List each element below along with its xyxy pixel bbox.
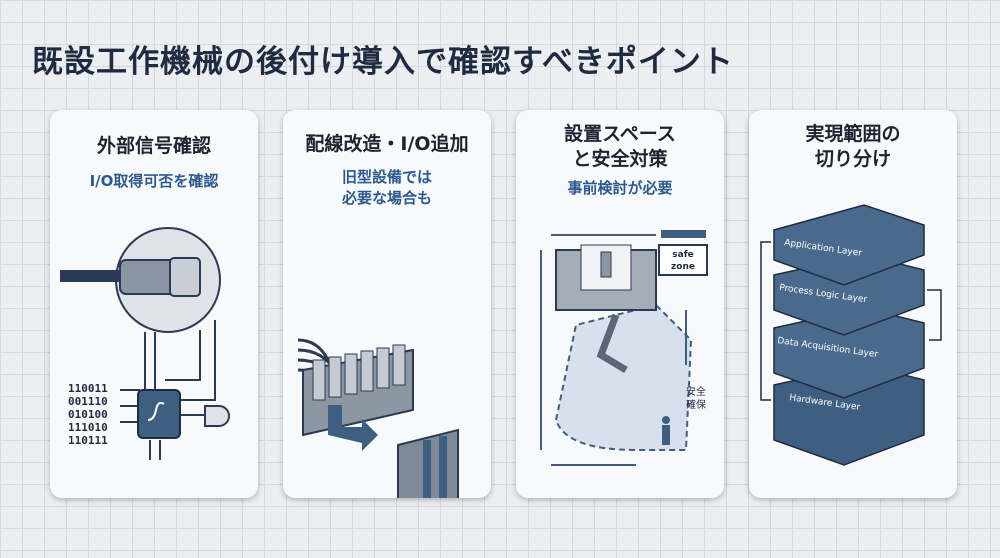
svg-text:安全: 安全 bbox=[686, 385, 706, 398]
layer-application: Application Layer bbox=[773, 204, 925, 286]
card-wiring: 配線改造・I/O追加 旧型設備では必要な場合も bbox=[283, 110, 491, 498]
logic-gate-icon bbox=[204, 405, 230, 427]
connector-illustration bbox=[60, 227, 230, 460]
card-subtitle: 旧型設備では必要な場合も bbox=[341, 168, 432, 207]
card-heading: 配線改造・I/O追加 bbox=[305, 133, 469, 155]
person-icon bbox=[662, 416, 670, 445]
card-scope: 実現範囲の切り分け Hardware Layer Data Acquisitio… bbox=[749, 110, 957, 498]
svg-text:safe: safe bbox=[672, 250, 693, 260]
safety-zone bbox=[554, 303, 693, 451]
layer-data-acquisition: Data Acquisition Layer bbox=[773, 307, 925, 399]
card-space-safety: 設置スペースと安全対策 事前検討が必要 safe zone 安全 確保 bbox=[516, 110, 724, 498]
chip-icon bbox=[137, 389, 181, 439]
card-heading: 設置スペースと安全対策 bbox=[564, 123, 676, 170]
terminal-block-illustration bbox=[297, 338, 459, 498]
card-subtitle: 事前検討が必要 bbox=[567, 179, 673, 197]
card-heading: 実現範囲の切り分け bbox=[805, 123, 901, 170]
robot-arm-icon bbox=[596, 313, 628, 374]
flow-arrows bbox=[760, 241, 942, 401]
layer-stack-diagram: Hardware Layer Data Acquisition Layer Pr… bbox=[760, 204, 942, 466]
card-heading: 外部信号確認 bbox=[96, 135, 211, 157]
page-title: 既設工作機械の後付け導入で確認すべきポイント bbox=[32, 44, 734, 80]
safe-zone-sign bbox=[658, 244, 708, 276]
arrow-icon bbox=[328, 405, 378, 451]
svg-text:zone: zone bbox=[671, 262, 695, 272]
svg-text:確保: 確保 bbox=[686, 398, 706, 411]
card-subtitle: I/O取得可否を確認 bbox=[89, 172, 219, 190]
machine-layout-illustration: safe zone 安全 確保 bbox=[540, 230, 708, 466]
